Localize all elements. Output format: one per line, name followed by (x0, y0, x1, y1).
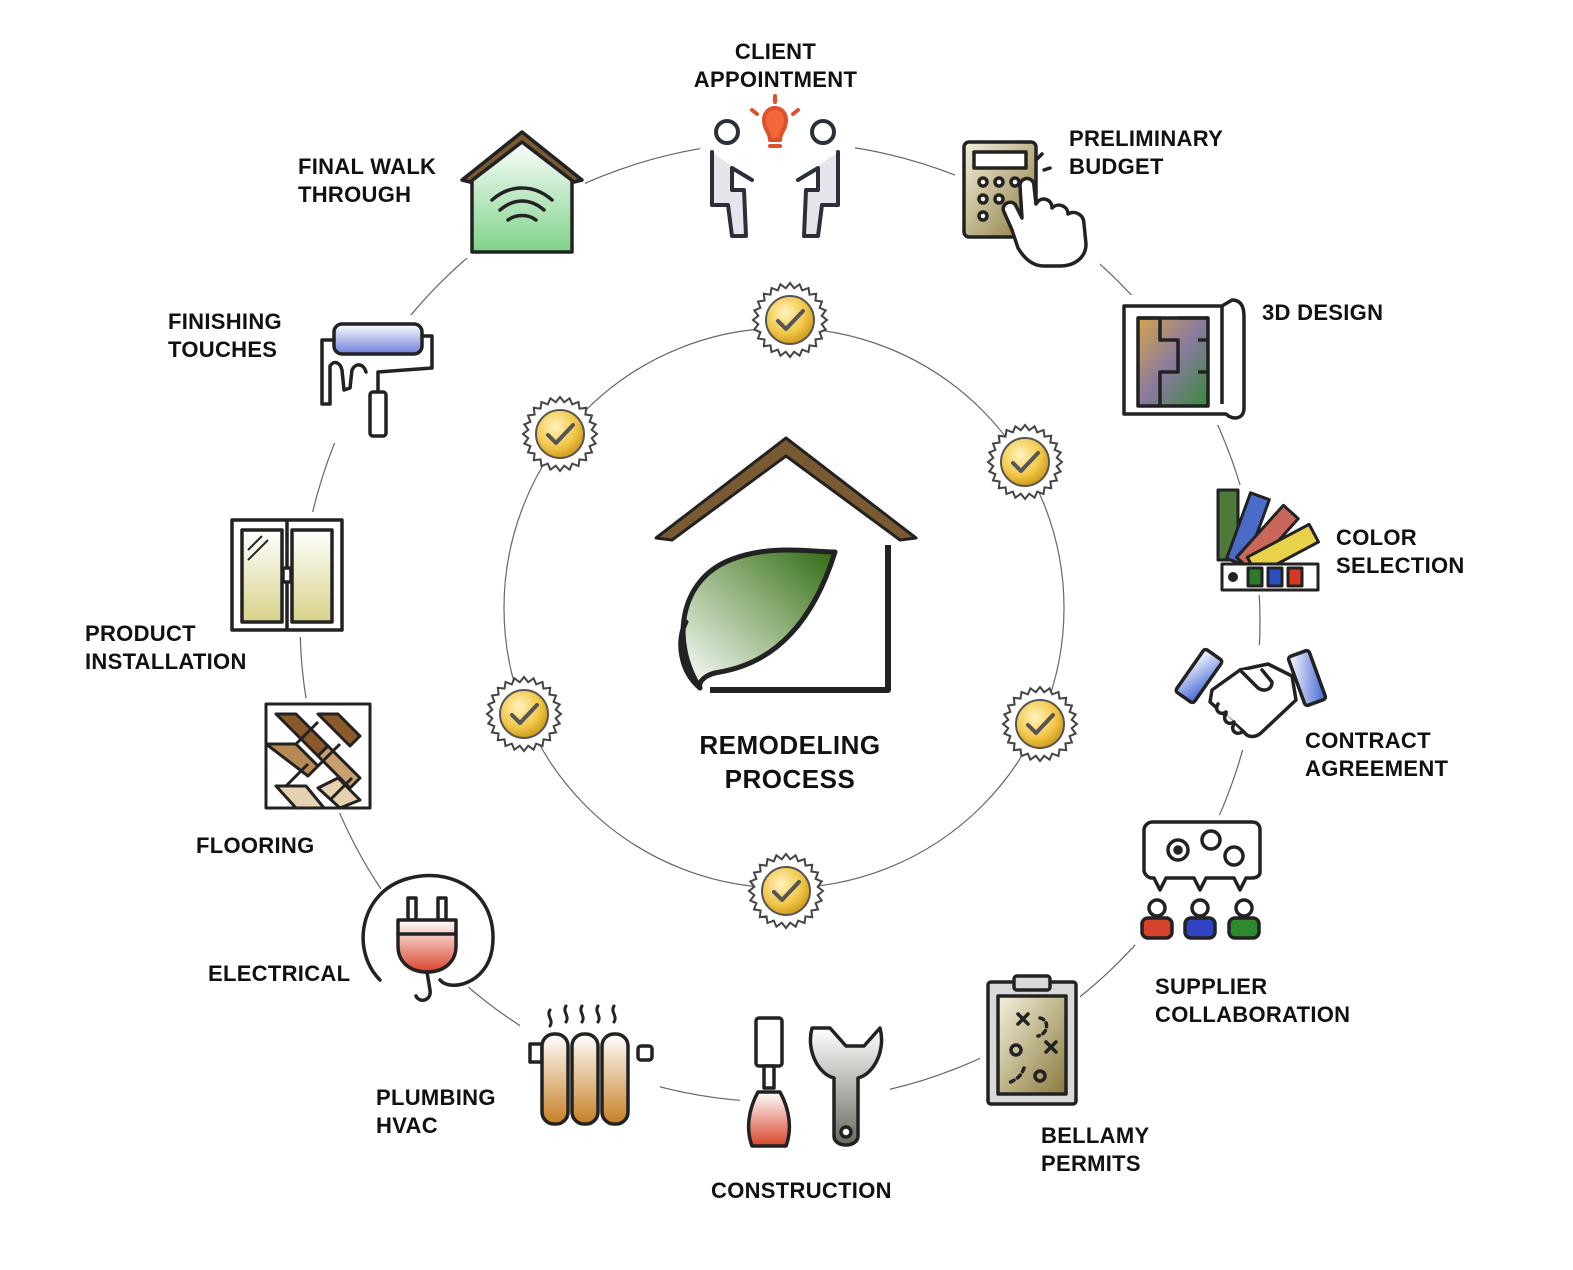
tools-icon (746, 1016, 884, 1148)
check-seal-icon (521, 395, 599, 473)
window-icon (230, 518, 344, 632)
center-title-line1: REMODELING (699, 730, 881, 760)
step-label-line: COLLABORATION (1155, 1002, 1351, 1027)
step-label-supplier-collaboration: SUPPLIER COLLABORATION (1155, 973, 1350, 1029)
meeting-icon (710, 94, 840, 238)
step-label-construction: CONSTRUCTION (711, 1177, 892, 1205)
step-label-line: FINISHING (168, 309, 282, 334)
step-label-line: BUDGET (1069, 154, 1164, 179)
step-label-line: FLOORING (196, 833, 315, 858)
calculator-icon (962, 140, 1088, 268)
radiator-icon (528, 1004, 654, 1126)
step-label-plumbing-hvac: PLUMBING HVAC (376, 1084, 496, 1140)
parquet-icon (264, 702, 372, 810)
step-label-finishing-touches: FINISHING TOUCHES (168, 308, 282, 364)
plug-icon (361, 873, 495, 1002)
step-label-color-selection: COLOR SELECTION (1336, 524, 1465, 580)
collaboration-icon (1140, 820, 1262, 940)
step-label-bellamy-permits: BELLAMY PERMITS (1041, 1122, 1149, 1178)
step-label-line: CONTRACT (1305, 728, 1431, 753)
check-seal-icon (485, 675, 563, 753)
step-label-line: COLOR (1336, 525, 1417, 550)
center-title-line2: PROCESS (724, 764, 856, 794)
center-title: REMODELING PROCESS (640, 728, 940, 796)
step-label-flooring: FLOORING (196, 832, 315, 860)
step-label-line: HVAC (376, 1113, 438, 1138)
check-seal-icon (1001, 685, 1079, 763)
step-label-line: PRELIMINARY (1069, 126, 1224, 151)
step-label-3d-design: 3D DESIGN (1262, 299, 1383, 327)
step-label-line: 3D DESIGN (1262, 300, 1384, 325)
step-label-line: PRODUCT (85, 621, 196, 646)
step-label-line: BELLAMY (1041, 1123, 1150, 1148)
step-label-line: THROUGH (298, 182, 412, 207)
leaf-house-icon (654, 436, 918, 693)
blueprint-icon (1122, 298, 1246, 420)
step-label-line: TOUCHES (168, 337, 278, 362)
step-label-preliminary-budget: PRELIMINARY BUDGET (1069, 125, 1223, 181)
paint-roller-icon (320, 322, 434, 438)
step-label-line: CLIENT (734, 39, 817, 64)
check-seal-badges (485, 281, 1079, 930)
step-label-line: PERMITS (1041, 1151, 1141, 1176)
check-seal-icon (986, 423, 1064, 501)
smart-home-icon (460, 130, 584, 254)
step-label-electrical: ELECTRICAL (208, 960, 350, 988)
check-seal-icon (747, 852, 825, 930)
step-label-line: APPOINTMENT (693, 67, 858, 92)
step-label-line: FINAL WALK (298, 154, 437, 179)
step-label-line: SELECTION (1336, 553, 1465, 578)
step-label-line: PLUMBING (376, 1085, 496, 1110)
step-label-line: CONSTRUCTION (711, 1178, 892, 1203)
step-label-final-walk-through: FINAL WALK THROUGH (298, 153, 436, 209)
step-label-line: ELECTRICAL (208, 961, 351, 986)
step-label-line: INSTALLATION (85, 649, 247, 674)
step-label-line: SUPPLIER (1155, 974, 1268, 999)
clipboard-icon (986, 974, 1078, 1106)
color-swatch-icon (1216, 488, 1321, 592)
step-label-line: AGREEMENT (1305, 756, 1449, 781)
step-label-client-appointment: CLIENT APPOINTMENT (688, 38, 863, 94)
check-seal-icon (751, 281, 829, 359)
step-label-product-installation: PRODUCT INSTALLATION (85, 620, 247, 676)
step-label-contract-agreement: CONTRACT AGREEMENT (1305, 727, 1448, 783)
handshake-icon (1174, 647, 1328, 739)
